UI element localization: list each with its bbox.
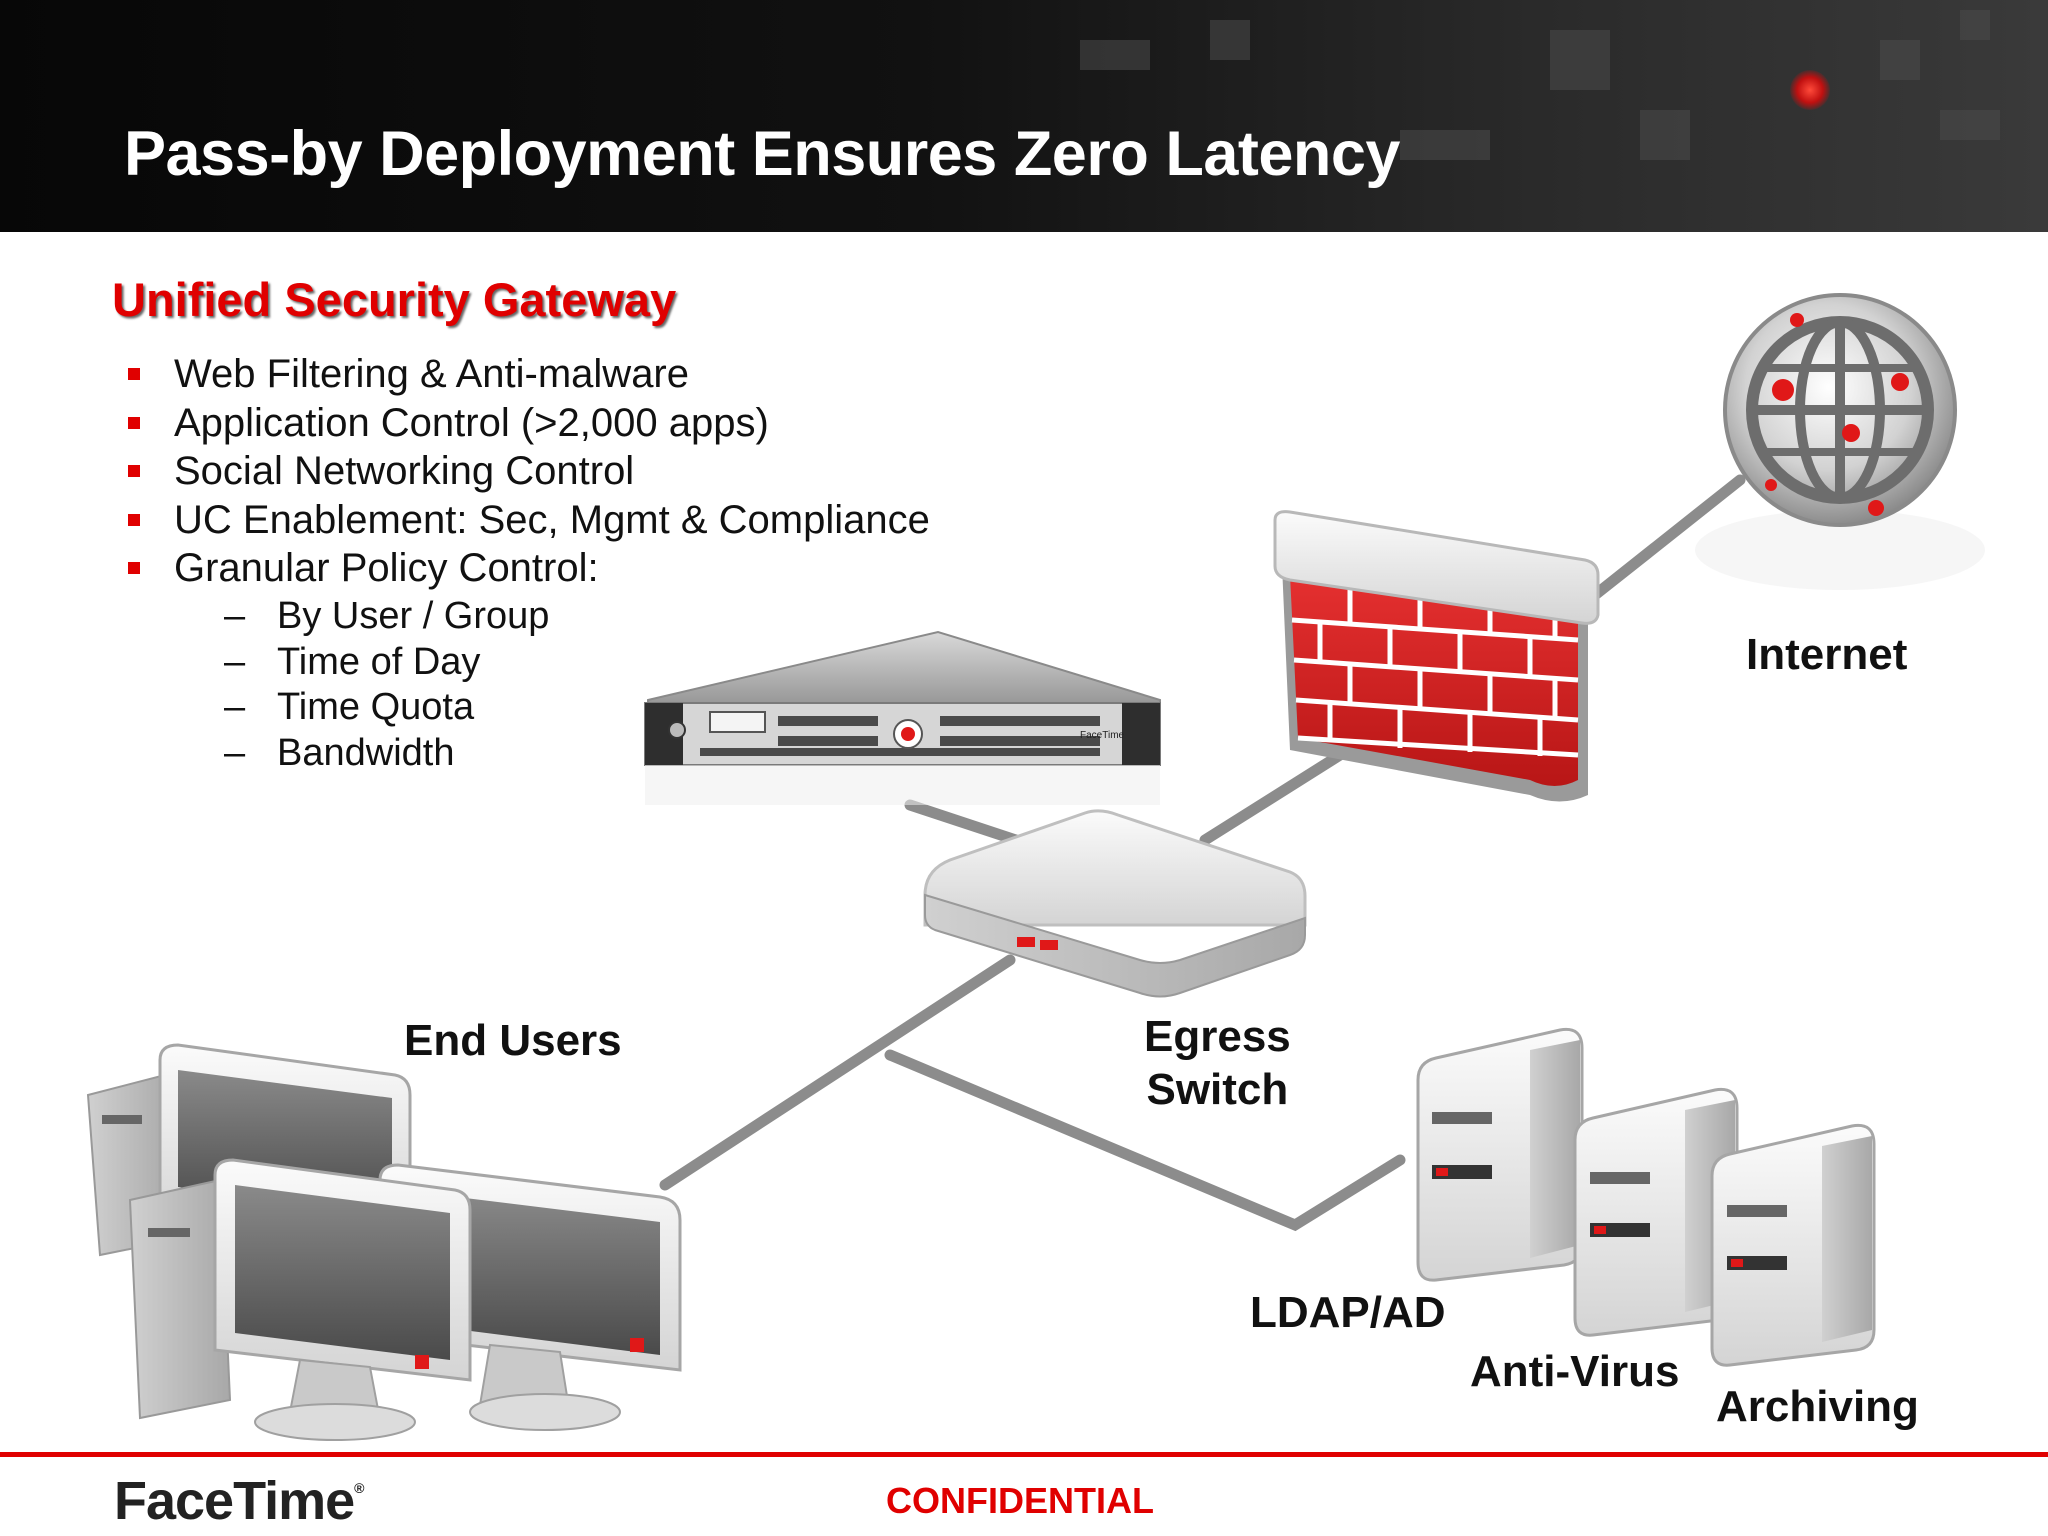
ldap-ad-label: LDAP/AD (1250, 1288, 1446, 1337)
dash-glyph: – (224, 731, 246, 774)
sub-list-item: –Bandwidth (224, 731, 549, 777)
anti-virus-label: Anti-Virus (1470, 1347, 1680, 1396)
archiving-label: Archiving (1716, 1382, 1919, 1431)
list-item: Application Control (>2,000 apps) (124, 399, 930, 448)
firewall-icon (1273, 510, 1600, 802)
firewall-to-internet-link (1589, 474, 1746, 601)
sub-list-item: –By User / Group (224, 594, 549, 640)
policy-sub-list: –By User / Group –Time of Day –Time Quot… (224, 594, 549, 776)
footer-divider (0, 1452, 2048, 1457)
switch-to-firewall-link (1199, 749, 1346, 846)
bullet-square-icon (128, 513, 140, 526)
dash-glyph: – (224, 686, 246, 728)
security-gateway-appliance: FaceTime (644, 630, 1161, 805)
server-towers (1416, 1027, 1876, 1367)
end-user-computers (86, 1043, 682, 1441)
facetime-logo: FaceTime® (114, 1471, 365, 1531)
egress-switch-label: Egress Switch (1144, 1010, 1291, 1116)
egress-switch-icon (923, 809, 1307, 998)
bullet-square-icon (128, 368, 140, 380)
section-subtitle: Unified Security Gateway (112, 273, 677, 326)
bullet-square-icon (128, 562, 140, 574)
sub-list-item: –Time of Day (224, 640, 549, 686)
archiving-server-icon (1710, 1123, 1876, 1367)
sub-list-item: –Time Quota (224, 685, 549, 731)
confidential-label: CONFIDENTIAL (886, 1480, 1154, 1521)
network-diagram: FaceTime (86, 293, 1985, 1441)
internet-globe-icon (1695, 293, 1985, 590)
list-item: Web Filtering & Anti-malware (124, 350, 930, 399)
dash-glyph: – (224, 595, 246, 637)
list-item: UC Enablement: Sec, Mgmt & Compliance (124, 496, 930, 545)
egress-switch-label-line1: Egress (1144, 1012, 1291, 1061)
feature-list: Web Filtering & Anti-malware Application… (124, 350, 930, 593)
ldap-server-icon (1416, 1027, 1584, 1282)
bullet-square-icon (128, 465, 140, 477)
title-banner: Pass-by Deployment Ensures Zero Latency (0, 0, 2048, 232)
dash-glyph: – (224, 640, 246, 683)
computer-icon (128, 1158, 472, 1441)
page-title: Pass-by Deployment Ensures Zero Latency (124, 119, 1400, 189)
end-users-label: End Users (404, 1016, 622, 1065)
internet-label: Internet (1746, 630, 1908, 679)
egress-switch-label-line2: Switch (1146, 1065, 1289, 1114)
list-item: Granular Policy Control: (124, 544, 930, 593)
switch-to-users-link (659, 954, 1016, 1191)
switch-to-servers-link (884, 1049, 1406, 1232)
red-light-glow (1790, 70, 1830, 110)
antivirus-server-icon (1573, 1087, 1739, 1337)
list-item: Social Networking Control (124, 447, 930, 496)
appliance-brand-label: FaceTime (1080, 730, 1125, 741)
bullet-square-icon (128, 416, 140, 429)
